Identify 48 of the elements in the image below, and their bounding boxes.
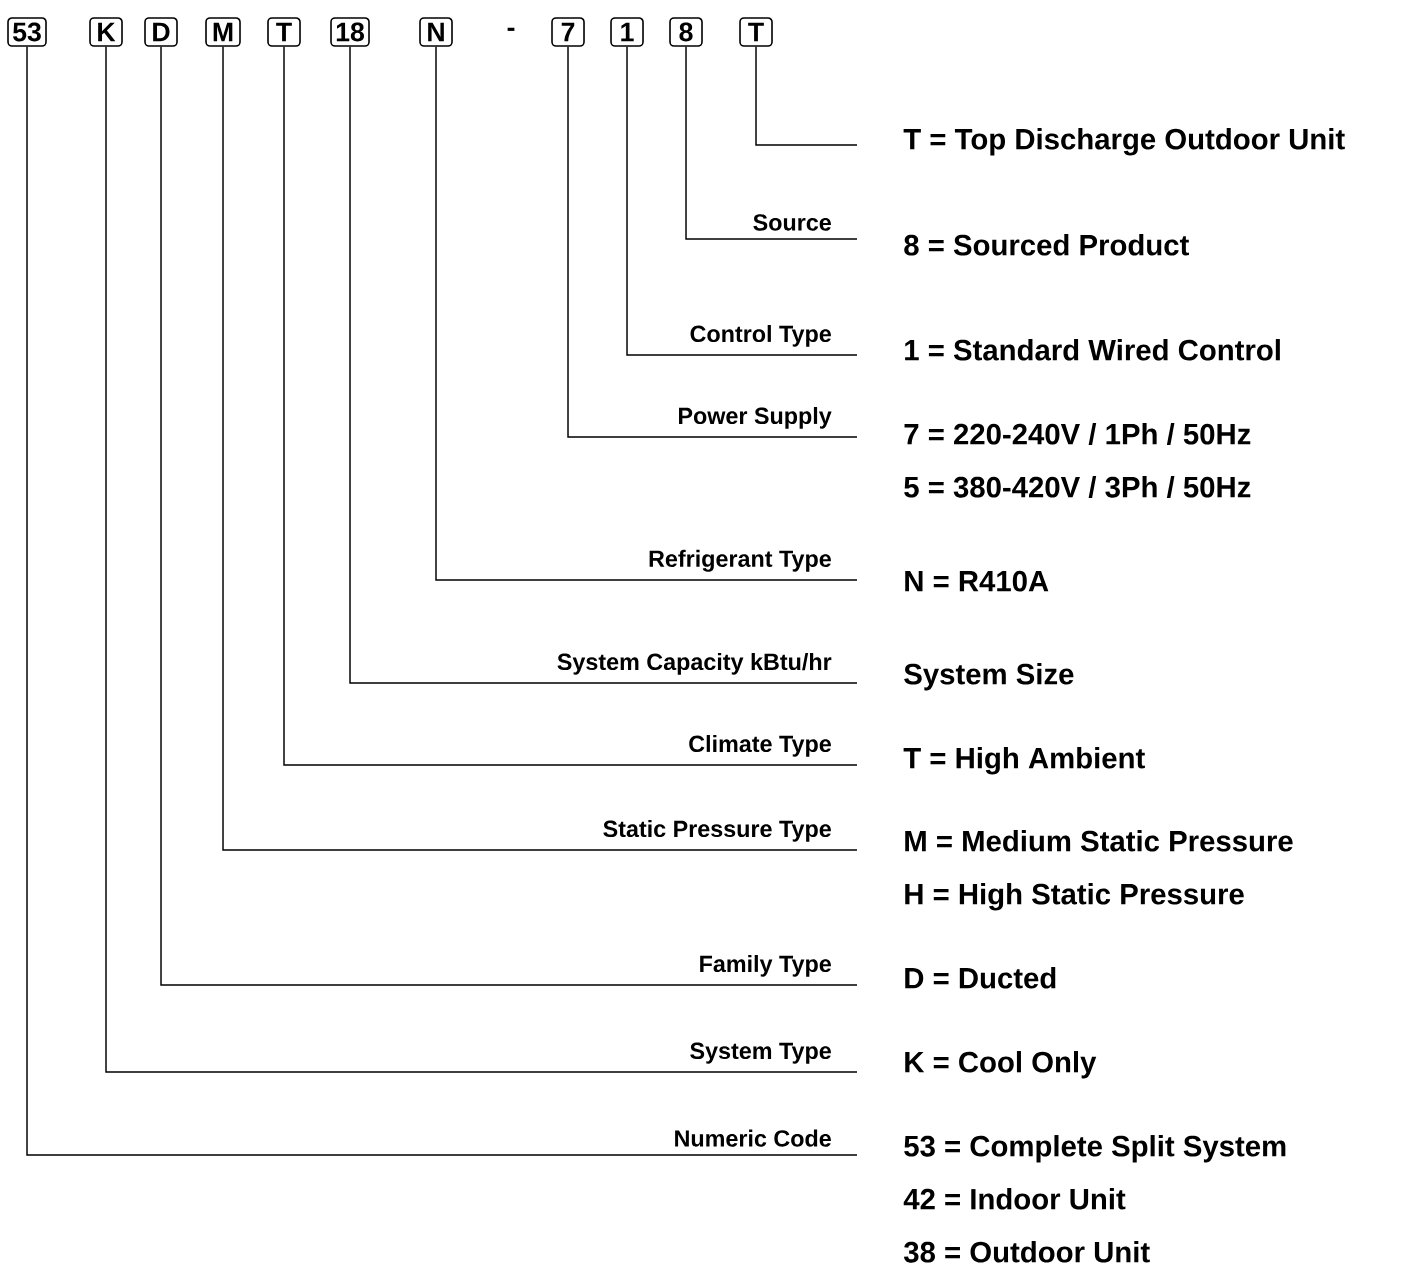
field-heading: Family Type [700, 954, 831, 977]
code-box: T [739, 17, 773, 47]
leader-line [567, 46, 858, 438]
code-description: 38 = Outdoor Unit [903, 1241, 1150, 1263]
code-description: T = Top Discharge Outdoor Unit [903, 128, 1345, 156]
code-description: D = Ducted [905, 967, 1056, 989]
code-box: T [267, 17, 301, 47]
leader-line [105, 46, 858, 1073]
field-heading: Static Pressure Type [603, 819, 831, 842]
code-box: N [419, 17, 453, 47]
field-heading: System Capacity kBtu/hr [557, 652, 832, 675]
field-heading: Control Type [690, 324, 831, 347]
code-description: T = High Ambient [903, 747, 1145, 775]
code-box: K [89, 17, 123, 47]
code-description: 8 = Sourced Product [904, 234, 1189, 256]
leader-line [222, 46, 858, 851]
field-heading: Power Supply [679, 406, 832, 429]
leader-line [435, 46, 858, 581]
separator-dash: - [507, 27, 515, 31]
code-box: M [205, 17, 241, 47]
code-description: 42 = Indoor Unit [903, 1188, 1126, 1210]
leader-line [685, 46, 858, 240]
field-heading: Refrigerant Type [649, 549, 831, 572]
field-heading: System Type [690, 1042, 831, 1064]
leader-line [626, 46, 858, 356]
code-description: 5 = 380-420V / 3Ph / 50Hz [904, 476, 1251, 498]
leader-line [26, 46, 858, 1156]
code-box: D [144, 17, 178, 47]
field-heading: Climate Type [689, 734, 831, 757]
code-description: System Size [904, 663, 1074, 691]
code-description: 7 = 220-240V / 1Ph / 50Hz [904, 423, 1251, 445]
leader-line [349, 46, 858, 684]
code-box: 8 [669, 17, 703, 47]
leader-line [283, 46, 858, 766]
field-heading: Source [753, 214, 831, 231]
code-description: M = Medium Static Pressure [905, 830, 1293, 852]
leader-line [755, 46, 858, 146]
code-description: N = R410A [905, 570, 1049, 592]
code-description: K = Cool Only [905, 1051, 1097, 1079]
leader-line [160, 46, 858, 986]
code-box: 53 [7, 17, 47, 47]
code-box: 7 [551, 17, 585, 47]
code-box: 18 [330, 17, 370, 47]
field-heading: Numeric Code [675, 1129, 831, 1147]
code-box: 1 [610, 17, 644, 47]
code-description: 53 = Complete Split System [904, 1135, 1286, 1163]
code-description: 1 = Standard Wired Control [905, 339, 1280, 361]
code-description: H = High Static Pressure [905, 883, 1244, 911]
